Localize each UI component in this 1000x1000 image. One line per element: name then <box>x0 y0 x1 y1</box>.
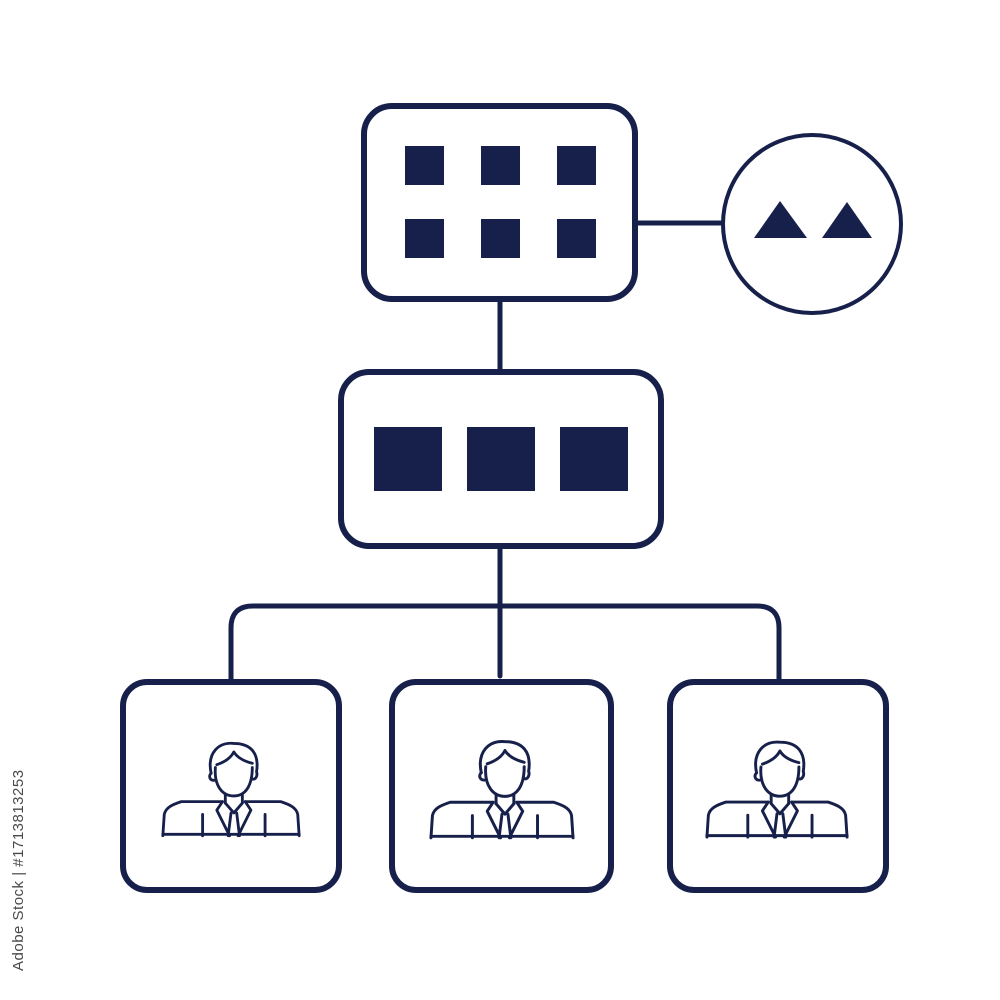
stock-watermark: Adobe Stock | #1713813253 <box>10 769 27 971</box>
grid-2x3-squares-icon <box>405 146 596 258</box>
top-node-box <box>361 103 638 302</box>
businessman-icon <box>428 739 576 840</box>
person-box-center <box>389 679 614 893</box>
businessman-icon <box>160 741 302 838</box>
person-box-right <box>667 679 889 893</box>
row-of-3-squares-icon <box>374 427 628 491</box>
person-box-left <box>120 679 342 893</box>
middle-node-box <box>338 369 664 549</box>
businessman-icon <box>704 740 850 840</box>
connector-lines <box>228 220 782 683</box>
side-node-circle <box>721 133 903 315</box>
twin-triangles-icon <box>754 201 872 238</box>
